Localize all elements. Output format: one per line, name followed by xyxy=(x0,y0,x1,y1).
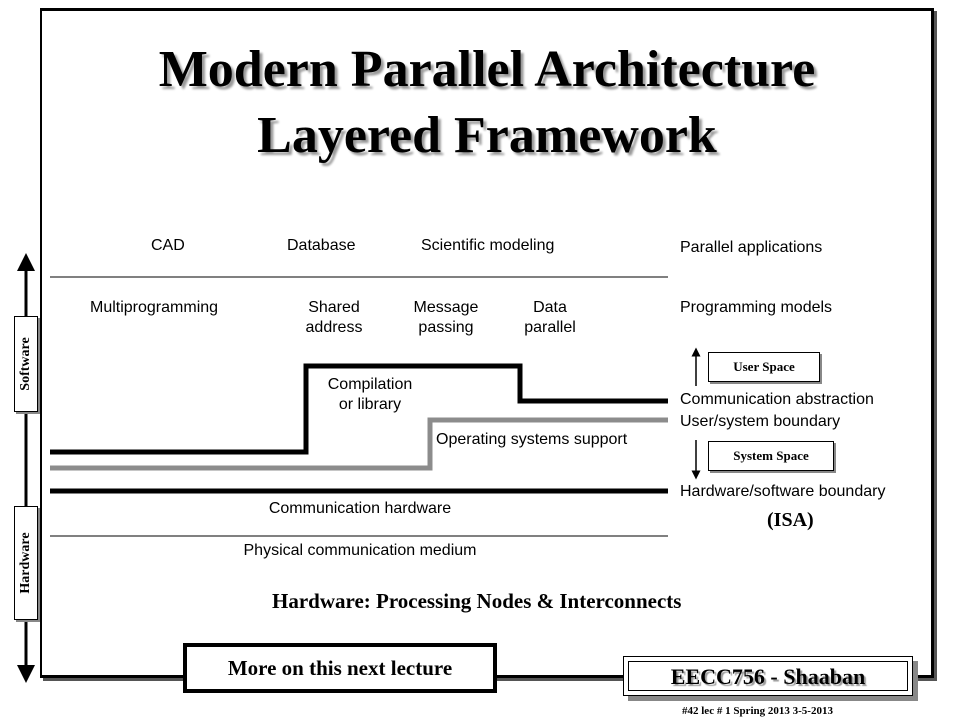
user-space-box: User Space xyxy=(708,352,820,382)
physical-medium-label: Physical communication medium xyxy=(243,542,477,559)
system-space-box: System Space xyxy=(708,441,834,471)
comm-abstraction-label: Communication abstraction xyxy=(680,391,874,408)
course-badge-label: EECC756 - Shaaban xyxy=(628,661,908,691)
layer-label-parallel-applications: Parallel applications xyxy=(680,239,823,256)
model-shared-address-line2: address xyxy=(305,319,363,336)
app-scientific-modeling: Scientific modeling xyxy=(421,237,555,254)
communication-abstraction-line xyxy=(50,363,668,455)
hardware-caption: Hardware: Processing Nodes & Interconnec… xyxy=(272,589,682,613)
compilation-line1: Compilation xyxy=(327,376,413,393)
hw-sw-boundary-label: Hardware/software boundary xyxy=(680,483,886,500)
slide-footer: #42 lec # 1 Spring 2013 3-5-2013 xyxy=(682,705,833,717)
app-database: Database xyxy=(287,237,356,254)
slide-title-line1: Modern Parallel Architecture xyxy=(158,41,816,98)
model-shared-address: Shared address xyxy=(284,298,384,338)
model-data-parallel-line2: parallel xyxy=(524,319,576,336)
software-side-label: Software xyxy=(18,337,33,391)
software-side-box: Software xyxy=(14,316,38,412)
model-message-passing: Message passing xyxy=(396,298,496,338)
hardware-side-box: Hardware xyxy=(14,506,38,620)
user-system-boundary-line xyxy=(50,417,668,471)
compilation-line2: or library xyxy=(338,396,402,413)
hardware-side-label: Hardware xyxy=(18,532,33,594)
os-support-label: Operating systems support xyxy=(436,431,628,448)
slide-title-line2: Layered Framework xyxy=(257,107,717,164)
isa-label: (ISA) xyxy=(767,509,814,531)
model-data-parallel-line1: Data xyxy=(533,299,567,316)
model-message-passing-line2: passing xyxy=(418,319,474,336)
more-on-next-lecture-box: More on this next lecture xyxy=(183,643,497,693)
app-cad: CAD xyxy=(151,237,185,254)
comm-hardware-label: Communication hardware xyxy=(268,500,452,517)
model-shared-address-line1: Shared xyxy=(308,299,360,316)
layer-label-programming-models: Programming models xyxy=(680,299,833,316)
model-message-passing-line1: Message xyxy=(413,299,479,316)
course-badge: EECC756 - Shaaban xyxy=(623,656,913,696)
user-system-boundary-label: User/system boundary xyxy=(680,413,841,430)
model-multiprogramming: Multiprogramming xyxy=(90,299,219,316)
compilation-or-library: Compilation or library xyxy=(310,375,430,415)
model-data-parallel: Data parallel xyxy=(500,298,600,338)
